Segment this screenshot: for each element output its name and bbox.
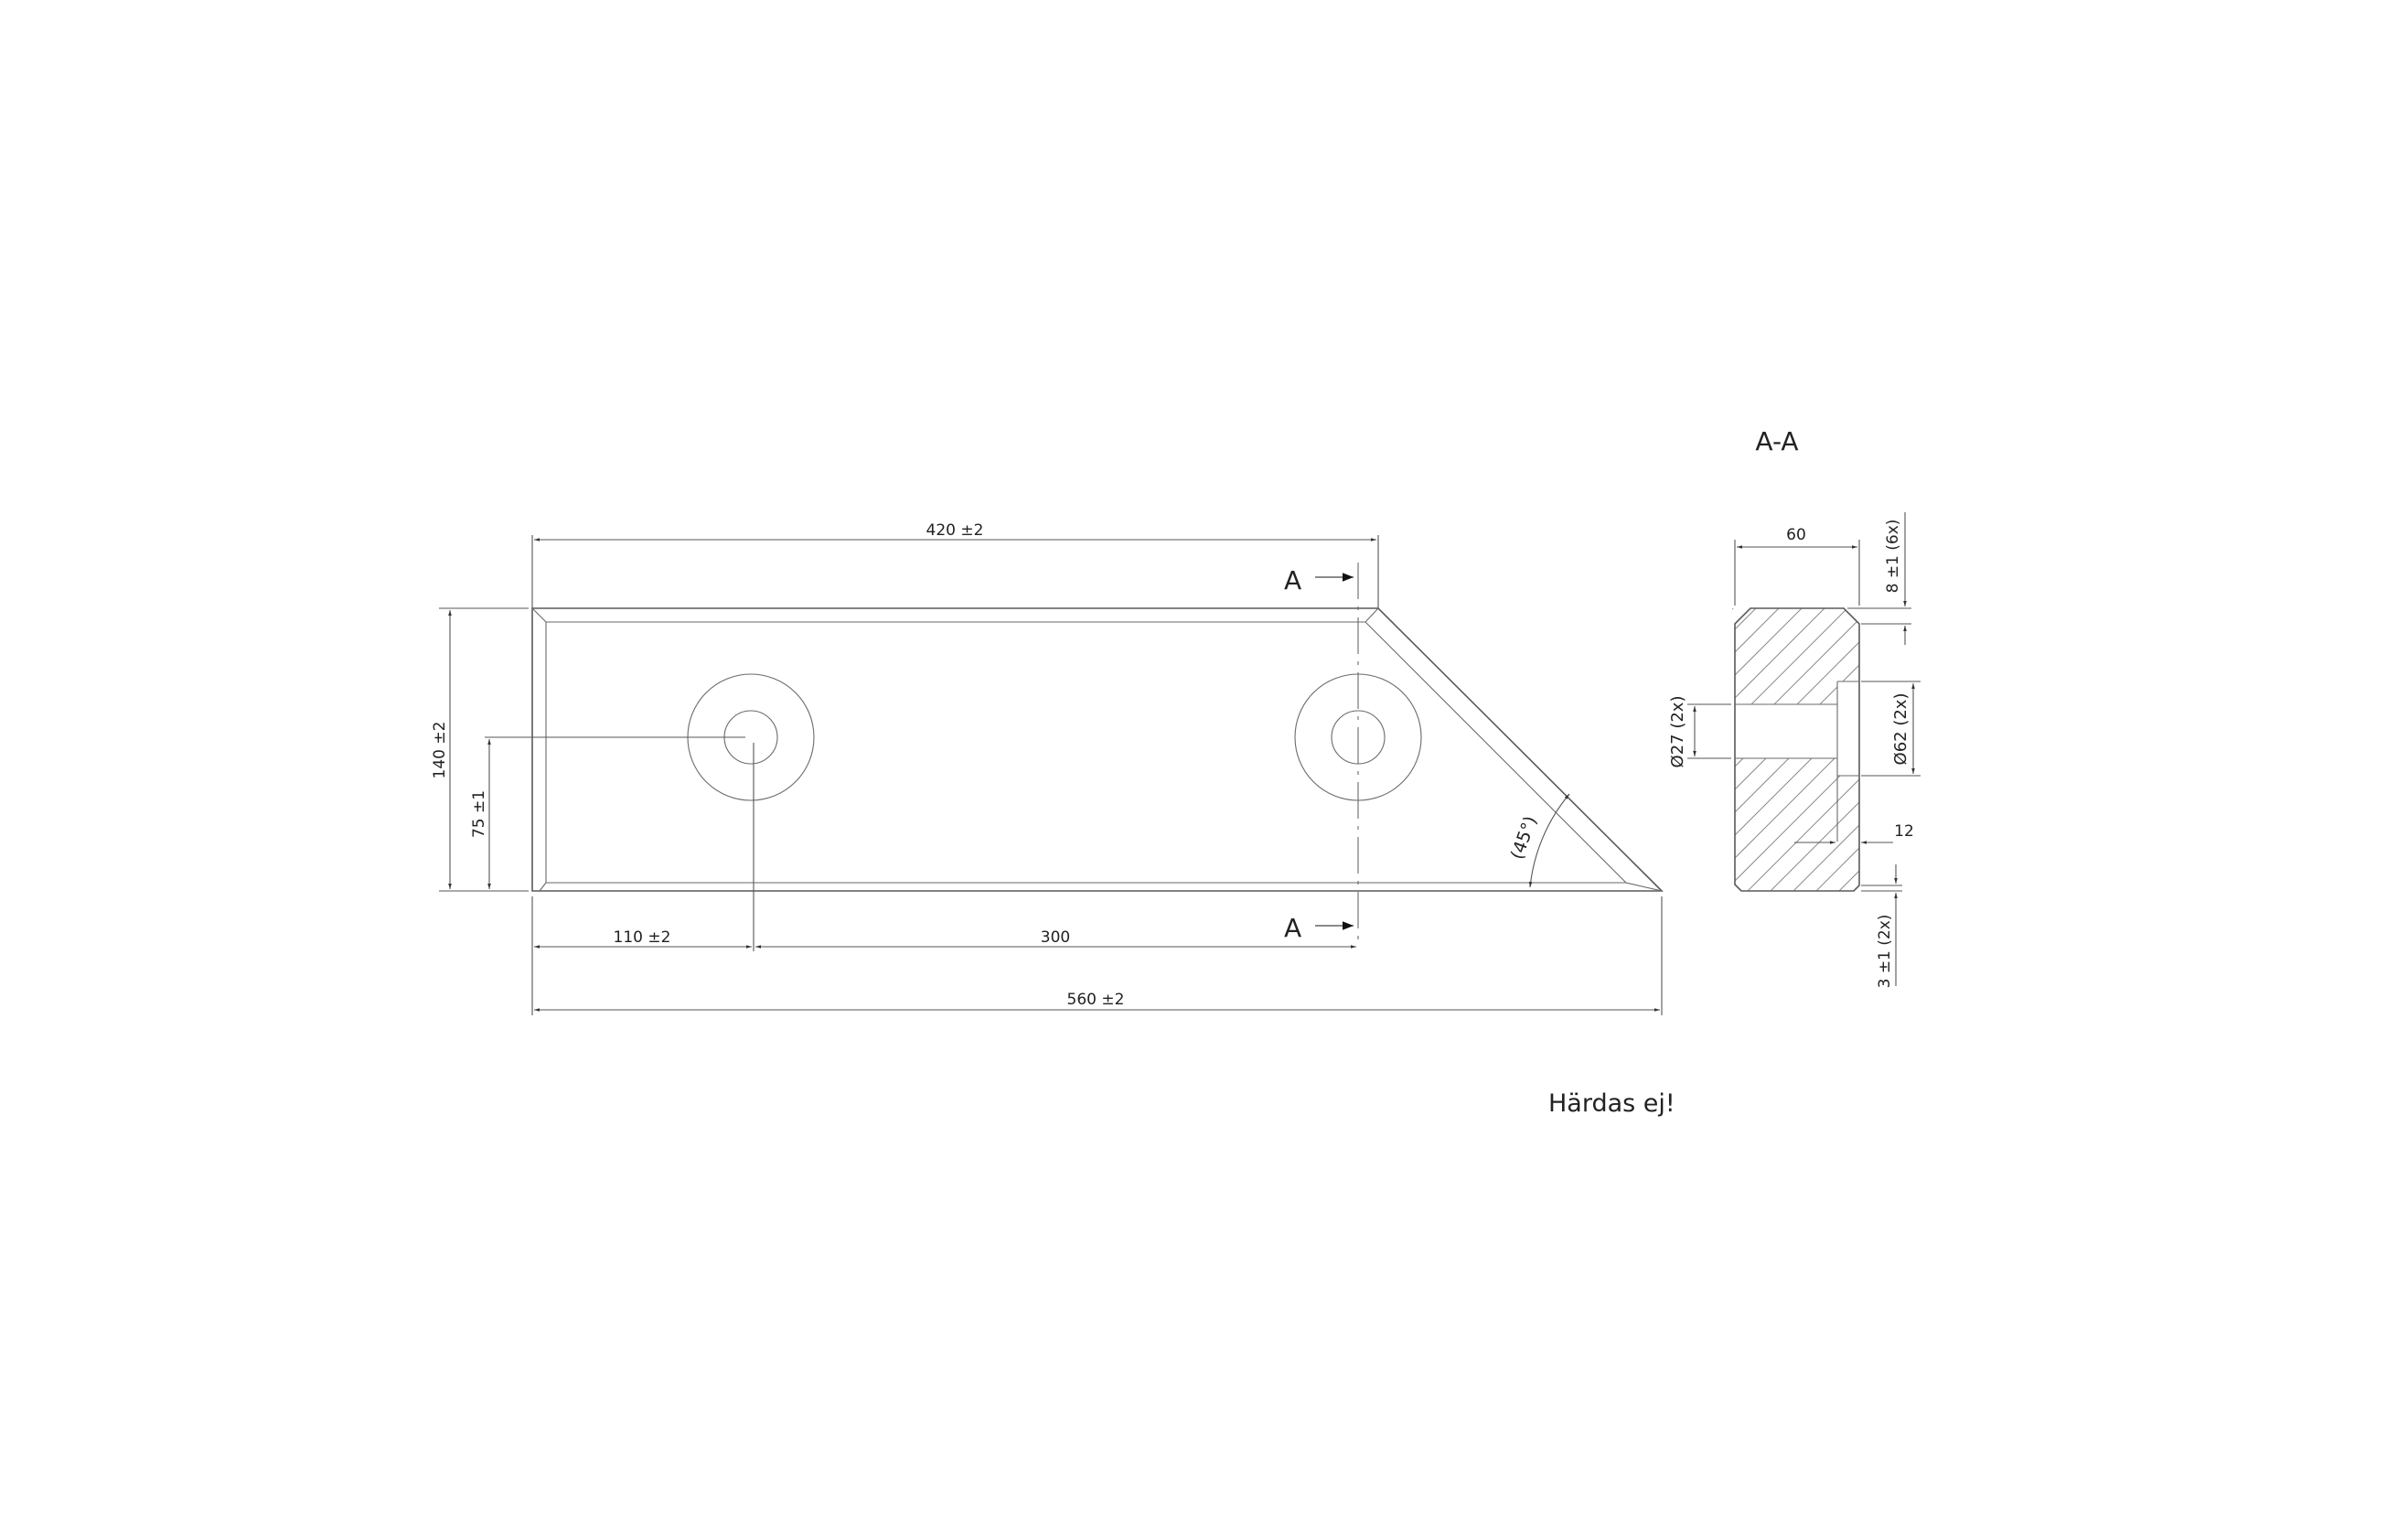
dim-chamfer-top: 8 ±1 (6x) (1884, 520, 1902, 594)
section-marker-top: A (1284, 565, 1301, 595)
dim-top-length: 420 ±2 (926, 521, 984, 540)
section-title: A-A (1755, 426, 1798, 456)
section-view: A-A (1668, 426, 1921, 988)
plate-front-view (531, 563, 1664, 947)
dim-hole-height: 75 ±1 (470, 790, 488, 838)
note-text: Härdas ej! (1548, 1089, 1675, 1118)
dim-counterbore: Ø62 (2x) (1891, 693, 1910, 766)
dim-chamfer-bottom: 3 ±1 (2x) (1876, 915, 1894, 989)
section-marker-bottom: A (1284, 913, 1301, 943)
dim-overall-length: 560 ±2 (1067, 991, 1125, 1009)
front-dimensions: 420 ±2 140 ±2 75 ±1 110 ±2 300 560 ±2 (4… (431, 521, 1663, 1015)
dim-hole-offset: 110 ±2 (614, 928, 671, 947)
dim-angle: (45°) (1507, 813, 1541, 862)
dim-thickness: 60 (1786, 526, 1806, 544)
dim-hole-spacing: 300 (1041, 928, 1070, 947)
dim-height: 140 ±2 (431, 722, 449, 779)
dim-counterbore-depth: 12 (1894, 822, 1914, 841)
dim-through-hole: Ø27 (2x) (1668, 696, 1687, 768)
